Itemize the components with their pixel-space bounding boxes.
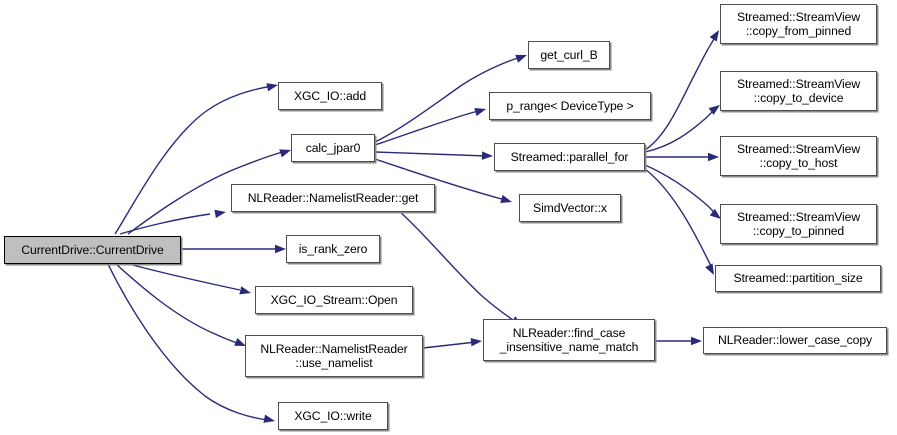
graph-node-n18[interactable]: NLReader::lower_case_copy (703, 327, 887, 354)
graph-node-label: calc_jpar0 (305, 140, 361, 155)
graph-edge-e1 (127, 150, 287, 235)
graph-edge-arrowhead (709, 208, 721, 219)
graph-node-n3[interactable]: NLReader::NamelistReader::get (231, 184, 435, 212)
graph-node-n9[interactable]: p_range< DeviceType > (489, 92, 651, 120)
graph-edge-arrowhead (266, 83, 278, 92)
graph-edge-arrowhead (275, 244, 286, 254)
graph-edge-arrowhead (691, 336, 702, 346)
graph-node-n5[interactable]: XGC_IO_Stream::Open (255, 286, 413, 314)
graph-edge-e8 (374, 110, 479, 146)
graph-node-label: Streamed::StreamView ::copy_to_device (736, 76, 861, 106)
graph-edge-e6 (107, 263, 269, 421)
graph-node-label: NLReader::find_case _insensitive_name_ma… (499, 325, 639, 355)
graph-node-n4[interactable]: is_rank_zero (286, 235, 380, 263)
graph-node-n7[interactable]: XGC_IO::write (278, 402, 388, 430)
graph-node-n10[interactable]: Streamed::parallel_for (494, 143, 645, 171)
graph-edge-e10 (374, 158, 506, 201)
graph-edge-e14 (644, 107, 717, 153)
graph-edge-e9 (374, 151, 488, 157)
graph-node-label: NLReader::NamelistReader ::use_namelist (260, 341, 408, 371)
graph-node-n2[interactable]: calc_jpar0 (291, 134, 375, 162)
graph-node-label: XGC_IO::add (293, 88, 367, 103)
graph-node-n16[interactable]: Streamed::StreamView ::copy_to_pinned (720, 204, 877, 244)
graph-node-label: Streamed::parallel_for (510, 149, 629, 164)
graph-edge-e11 (399, 211, 517, 323)
graph-edge-arrowhead (239, 286, 251, 295)
graph-edge-arrowhead (470, 337, 482, 347)
graph-edge-e4 (128, 263, 241, 291)
graph-node-label: CurrentDrive::CurrentDrive (21, 242, 164, 257)
graph-edge-e0 (114, 85, 273, 235)
graph-node-label: Streamed::StreamView ::copy_to_host (736, 141, 861, 171)
graph-edge-arrowhead (709, 30, 719, 42)
graph-edge-e16 (644, 164, 717, 216)
graph-edge-arrowhead (474, 107, 486, 117)
graph-edge-e12 (422, 341, 477, 349)
graph-node-n8[interactable]: get_curl_B (528, 41, 610, 69)
graph-edge-arrowhead (708, 152, 719, 162)
graph-node-label: NLReader::NamelistReader::get (247, 190, 419, 205)
graph-node-label: XGC_IO::write (294, 408, 372, 423)
graph-node-label: p_range< DeviceType > (506, 98, 634, 113)
graph-edge-arrowhead (515, 54, 527, 63)
graph-node-label: is_rank_zero (298, 241, 368, 256)
graph-node-n15[interactable]: Streamed::StreamView ::copy_to_host (720, 136, 877, 176)
graph-edge-arrowhead (708, 105, 720, 115)
graph-node-n6[interactable]: NLReader::NamelistReader ::use_namelist (245, 335, 423, 377)
graph-node-n11[interactable]: SimdVector::x (519, 194, 621, 222)
graph-edge-e7 (374, 56, 522, 143)
graph-node-label: Streamed::StreamView ::copy_to_pinned (736, 209, 861, 239)
graph-node-n12[interactable]: NLReader::find_case _insensitive_name_ma… (483, 319, 655, 361)
graph-node-label: get_curl_B (540, 47, 598, 62)
graph-node-label: NLReader::lower_case_copy (718, 333, 872, 348)
graph-node-n14[interactable]: Streamed::StreamView ::copy_to_device (720, 71, 877, 111)
graph-edge-arrowhead (705, 263, 714, 275)
graph-edge-e13 (644, 35, 717, 151)
graph-node-label: Streamed::StreamView ::copy_from_pinned (736, 9, 861, 39)
graph-edge-e2 (119, 213, 211, 235)
graph-node-n1[interactable]: XGC_IO::add (278, 82, 382, 110)
graph-node-label: XGC_IO_Stream::Open (270, 292, 398, 307)
graph-edge-arrowhead (263, 414, 275, 423)
graph-node-n17[interactable]: Streamed::partition_size (715, 265, 881, 292)
graph-edge-arrowhead (500, 194, 512, 204)
graph-node-label: Streamed::partition_size (733, 271, 863, 286)
graph-node-label: SimdVector::x (533, 200, 607, 215)
graph-edge-e5 (115, 263, 241, 345)
graph-edge-arrowhead (214, 209, 226, 219)
graph-node-n0[interactable]: CurrentDrive::CurrentDrive (4, 236, 181, 264)
graph-edge-arrowhead (234, 337, 246, 346)
graph-edge-arrowhead (279, 149, 291, 158)
graph-edge-arrowhead (481, 151, 493, 160)
graph-node-n13[interactable]: Streamed::StreamView ::copy_from_pinned (720, 4, 877, 44)
